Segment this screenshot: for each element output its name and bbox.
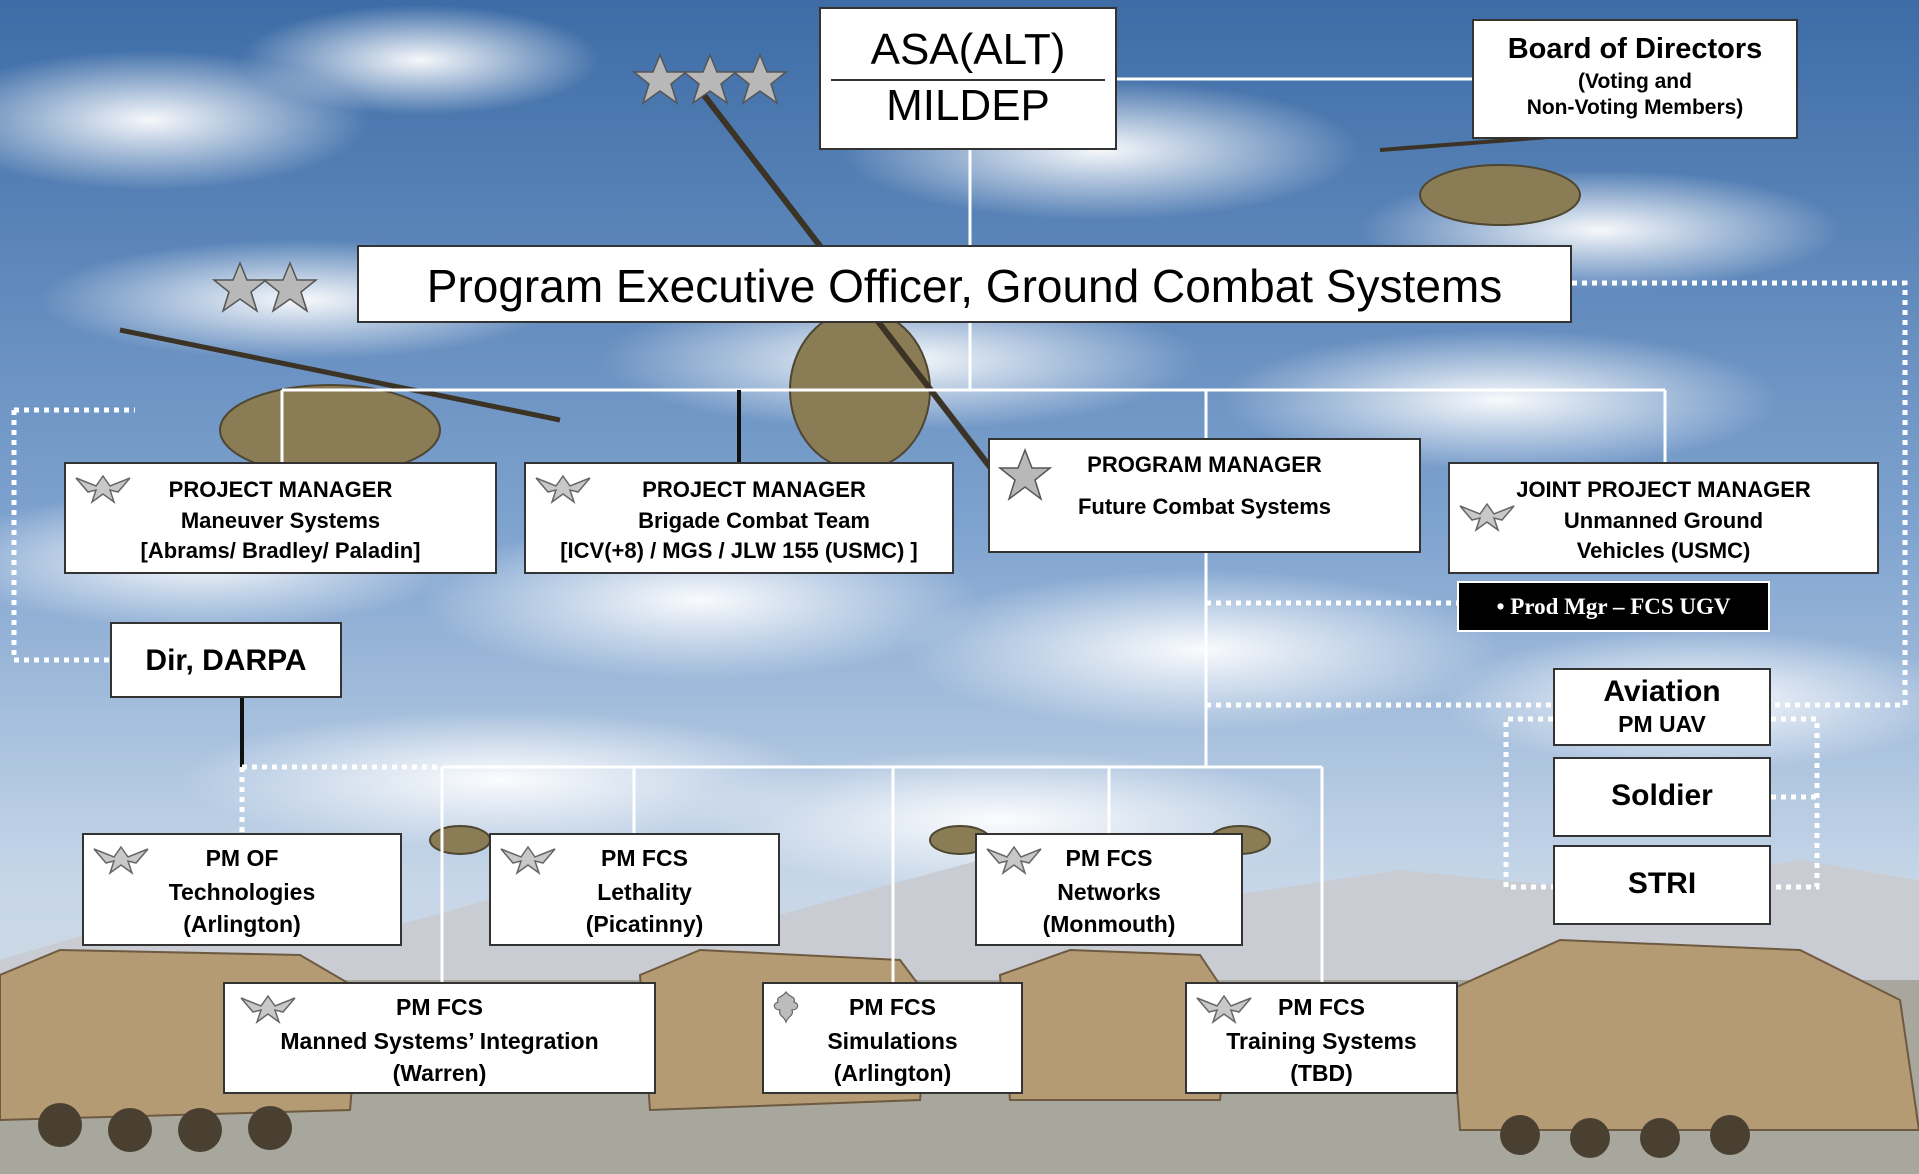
pm-bct-detail: [ICV(+8) / MGS / JLW 155 (USMC) ] bbox=[560, 538, 918, 563]
jpm-ugv-name1: Unmanned Ground bbox=[1563, 508, 1764, 533]
pm-fcs-manned-systems-integration-box: PM FCS Manned Systems’ Integration (Warr… bbox=[223, 982, 656, 1094]
pm-msi-line2: Manned Systems’ Integration bbox=[280, 1028, 599, 1054]
colonel-eagle-icon bbox=[1459, 502, 1515, 532]
pm-maneuver-role: PROJECT MANAGER bbox=[168, 477, 393, 502]
stri-box: STRI bbox=[1553, 845, 1771, 925]
pm-fcs-networks-box: PM FCS Networks (Monmouth) bbox=[975, 833, 1243, 946]
stri-label: STRI bbox=[1627, 867, 1697, 900]
colonel-eagle-icon bbox=[240, 994, 296, 1024]
pm-fcs-name: Future Combat Systems bbox=[1077, 494, 1332, 519]
board-sub-line2: Non-Voting Members) bbox=[1526, 96, 1744, 119]
pm-sim-line1: PM FCS bbox=[849, 994, 936, 1020]
jpm-ugv-role: JOINT PROJECT MANAGER bbox=[1516, 477, 1811, 502]
pm-fcs-lethality-box: PM FCS Lethality (Picatinny) bbox=[489, 833, 780, 946]
colonel-eagle-icon bbox=[535, 474, 591, 504]
pm-networks-line3: (Monmouth) bbox=[1042, 911, 1176, 937]
pm-future-combat-systems-box: PROGRAM MANAGER Future Combat Systems bbox=[988, 438, 1421, 553]
pm-training-line1: PM FCS bbox=[1278, 994, 1365, 1020]
board-sub-line1: (Voting and bbox=[1578, 70, 1692, 93]
colonel-eagle-icon bbox=[1196, 994, 1252, 1024]
prod-mgr-label: • Prod Mgr – FCS UGV bbox=[1496, 594, 1731, 619]
darpa-label: Dir, DARPA bbox=[145, 644, 307, 677]
pm-brigade-combat-team-box: PROJECT MANAGER Brigade Combat Team [ICV… bbox=[524, 462, 954, 574]
pm-networks-line2: Networks bbox=[1057, 879, 1161, 905]
pm-lethality-line1: PM FCS bbox=[601, 845, 688, 871]
colonel-eagle-icon bbox=[986, 845, 1042, 875]
dir-darpa-box: Dir, DARPA bbox=[110, 622, 342, 698]
vehicle-wheels bbox=[38, 1103, 1750, 1158]
soldier-label: Soldier bbox=[1611, 779, 1713, 812]
pm-bct-role: PROJECT MANAGER bbox=[642, 477, 866, 502]
pm-msi-line1: PM FCS bbox=[396, 994, 483, 1020]
pm-fcs-role: PROGRAM MANAGER bbox=[1087, 452, 1322, 477]
asa-divider bbox=[831, 79, 1105, 81]
pm-networks-line1: PM FCS bbox=[1065, 845, 1153, 871]
colonel-eagle-icon bbox=[93, 845, 149, 875]
pm-of-technologies-box: PM OF Technologies (Arlington) bbox=[82, 833, 402, 946]
pm-lethality-line2: Lethality bbox=[597, 879, 692, 905]
two-star-insignia-icon bbox=[212, 261, 319, 313]
jpm-unmanned-ground-vehicles-box: JOINT PROJECT MANAGER Unmanned Ground Ve… bbox=[1448, 462, 1879, 574]
pm-sim-line2: Simulations bbox=[827, 1028, 958, 1054]
three-star-insignia-icon bbox=[632, 53, 789, 105]
colonel-eagle-icon bbox=[75, 474, 131, 504]
pm-msi-line3: (Warren) bbox=[392, 1060, 487, 1086]
pm-bct-name: Brigade Combat Team bbox=[638, 508, 870, 533]
brigadier-star-icon bbox=[998, 448, 1052, 502]
asa-alt-label: ASA(ALT) bbox=[870, 25, 1066, 74]
pm-training-line2: Training Systems bbox=[1226, 1028, 1417, 1054]
aviation-pm-uav-box: Aviation PM UAV bbox=[1553, 668, 1771, 746]
asa-alt-mildep-box: ASA(ALT) MILDEP bbox=[819, 7, 1117, 150]
pm-of-tech-line2: Technologies bbox=[168, 879, 316, 905]
board-of-directors-box: Board of Directors (Voting and Non-Votin… bbox=[1472, 19, 1798, 139]
pm-lethality-line3: (Picatinny) bbox=[585, 911, 704, 937]
pm-of-tech-line1: PM OF bbox=[205, 845, 279, 871]
colonel-eagle-icon bbox=[500, 845, 556, 875]
soldier-box: Soldier bbox=[1553, 757, 1771, 837]
jpm-ugv-name2: Vehicles (USMC) bbox=[1576, 538, 1751, 563]
board-title: Board of Directors bbox=[1507, 33, 1763, 65]
oak-leaf-icon bbox=[773, 990, 799, 1024]
pm-fcs-training-systems-box: PM FCS Training Systems (TBD) bbox=[1185, 982, 1458, 1094]
pm-sim-line3: (Arlington) bbox=[833, 1060, 952, 1086]
peo-title: Program Executive Officer, Ground Combat… bbox=[426, 260, 1503, 312]
mountains bbox=[0, 860, 1919, 1000]
aviation-label: Aviation bbox=[1603, 675, 1721, 708]
pm-maneuver-systems-box: PROJECT MANAGER Maneuver Systems [Abrams… bbox=[64, 462, 497, 574]
prod-mgr-fcs-ugv-box: • Prod Mgr – FCS UGV bbox=[1457, 581, 1770, 632]
mildep-label: MILDEP bbox=[886, 81, 1050, 130]
pm-uav-label: PM UAV bbox=[1618, 711, 1706, 737]
pm-training-line3: (TBD) bbox=[1290, 1060, 1353, 1086]
pm-fcs-simulations-box: PM FCS Simulations (Arlington) bbox=[762, 982, 1023, 1094]
pm-maneuver-name: Maneuver Systems bbox=[180, 508, 381, 533]
peo-gcs-box: Program Executive Officer, Ground Combat… bbox=[357, 245, 1572, 323]
pm-of-tech-line3: (Arlington) bbox=[183, 911, 301, 937]
pm-maneuver-detail: [Abrams/ Bradley/ Paladin] bbox=[140, 538, 421, 563]
